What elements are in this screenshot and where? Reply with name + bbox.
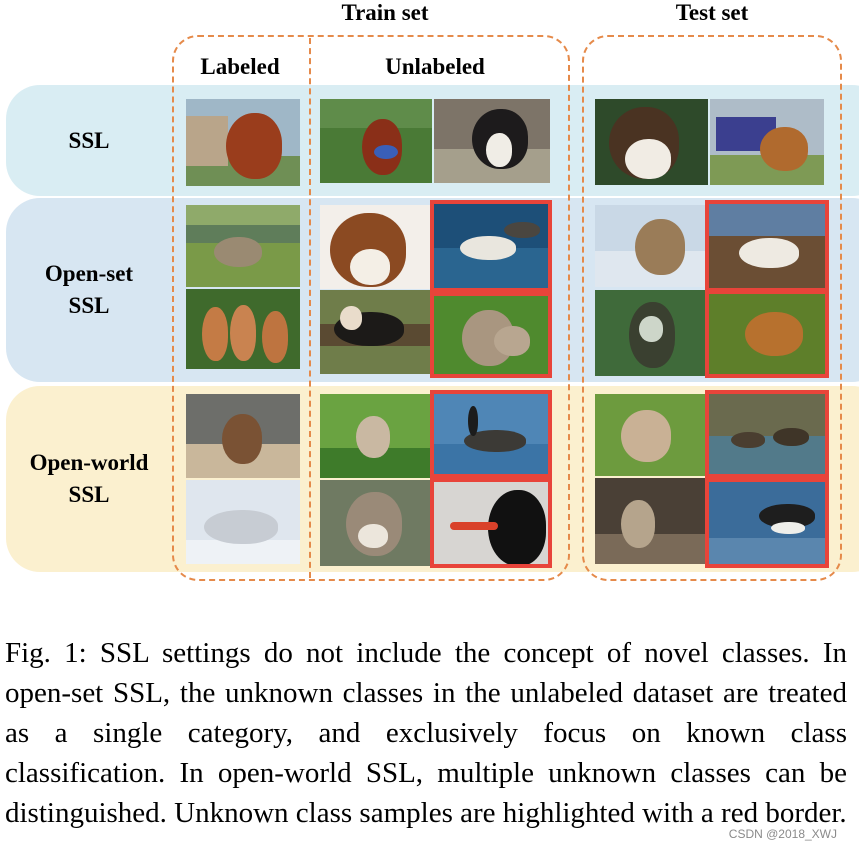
photo-dog-unlabeled bbox=[434, 99, 550, 183]
train-set-group bbox=[172, 35, 570, 581]
photo-butterfly-unknown bbox=[430, 292, 552, 378]
watermark: CSDN @2018_XWJ bbox=[728, 827, 837, 841]
row-label-text: SSL bbox=[68, 127, 110, 153]
figure-caption: Fig. 1: SSL settings do not include the … bbox=[5, 637, 847, 829]
photo-fox-unlabeled bbox=[320, 480, 430, 566]
photo-dog-test bbox=[710, 99, 824, 185]
photo-albatross-unknown-test bbox=[705, 200, 829, 292]
labeled-unlabeled-divider bbox=[309, 38, 311, 578]
photo-monkeys-labeled bbox=[186, 289, 300, 369]
photo-dog-unlabeled bbox=[320, 205, 430, 289]
row-label-open-world: Open-world SSL bbox=[10, 386, 168, 572]
photo-dog-labeled bbox=[186, 99, 300, 186]
photo-oystercatcher-unknown bbox=[430, 478, 552, 568]
photo-albatross-unknown bbox=[430, 200, 552, 292]
photo-coyote-test bbox=[595, 205, 705, 287]
photo-monkey-unlabeled bbox=[320, 290, 430, 374]
photo-goose-unknown bbox=[430, 390, 552, 478]
photo-dog-unlabeled bbox=[320, 99, 432, 183]
row-label-text: Open-world bbox=[29, 450, 149, 475]
photo-arctic-fox-labeled bbox=[186, 480, 300, 564]
photo-rabbit-labeled bbox=[186, 394, 300, 478]
photo-geese-unknown-test bbox=[705, 390, 829, 478]
photo-monkey-test bbox=[595, 290, 705, 376]
row-label-text: SSL bbox=[68, 482, 110, 507]
photo-rabbit-test bbox=[595, 394, 705, 476]
photo-coyote-labeled bbox=[186, 205, 300, 287]
test-set-group bbox=[582, 35, 842, 581]
header-labeled: Labeled bbox=[200, 54, 280, 79]
photo-squirrel-test bbox=[595, 478, 705, 564]
header-test-set: Test set bbox=[675, 0, 749, 25]
photo-oystercatcher-unknown-test bbox=[705, 478, 829, 568]
row-label-open-set: Open-set SSL bbox=[10, 198, 168, 382]
row-label-text: Open-set bbox=[44, 261, 134, 286]
photo-butterfly-unknown-test bbox=[705, 290, 829, 378]
row-label-ssl: SSL bbox=[10, 85, 168, 196]
header-unlabeled: Unlabeled bbox=[385, 54, 485, 79]
photo-dog-test bbox=[595, 99, 708, 185]
row-label-text: SSL bbox=[68, 293, 110, 318]
header-train-set: Train set bbox=[341, 0, 429, 25]
figure-1: SSL Open-set SSL Open-world SSL Train se… bbox=[6, 0, 859, 581]
photo-rabbit-unlabeled bbox=[320, 394, 430, 478]
